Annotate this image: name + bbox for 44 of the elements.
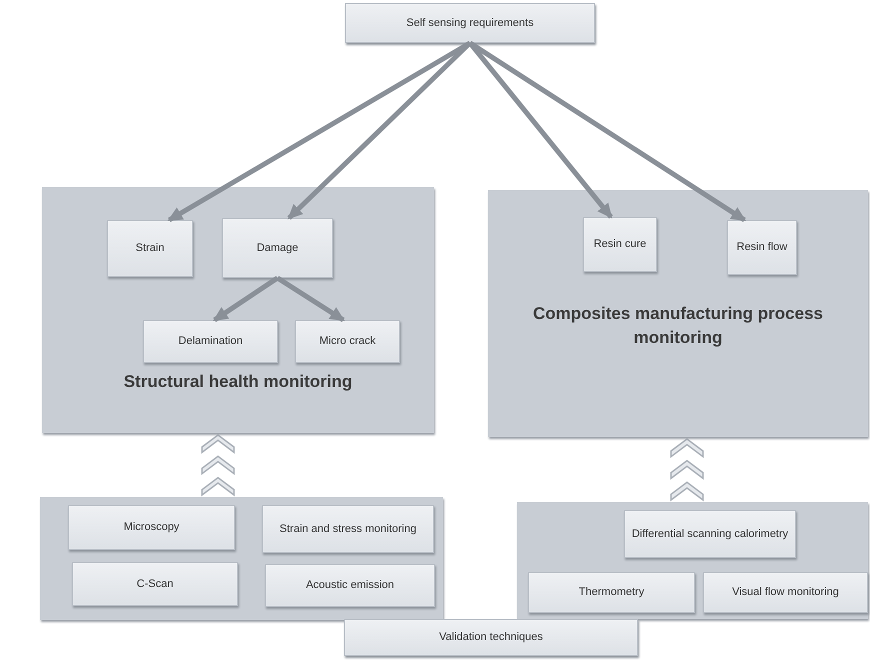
process-box: [222, 218, 333, 278]
process-box: [583, 217, 657, 272]
box-label: Strain: [136, 241, 164, 256]
arrow: [276, 276, 345, 322]
group-panel: [488, 190, 868, 437]
panel-heading: Structural health monitoring: [122, 371, 354, 393]
box-label: Damage: [256, 240, 298, 256]
chevron-arrow: [670, 438, 704, 502]
box-label: Visual flow monitoring: [732, 585, 839, 600]
box-label: Delamination: [178, 334, 243, 349]
process-box: [703, 572, 868, 613]
box-label: C-Scan: [136, 576, 174, 592]
box-label: Thermometry: [578, 585, 644, 600]
box-label: Strain and stress monitoring: [280, 522, 416, 536]
box-label: Acoustic emission: [306, 578, 394, 593]
box-label: Micro crack: [319, 334, 376, 349]
group-panel: [517, 502, 868, 619]
process-box: [143, 320, 278, 363]
process-box: [72, 562, 238, 606]
arrow: [287, 41, 472, 220]
process-box: [344, 619, 638, 656]
process-box: [107, 220, 193, 277]
panel-heading: Composites manufacturing process monitoring: [532, 303, 824, 349]
arrow: [468, 41, 613, 219]
arrow: [212, 276, 279, 322]
process-box: [265, 564, 435, 607]
process-box: [262, 505, 434, 553]
box-label: Resin cure: [594, 237, 646, 252]
box-label: Differential scanning calorimetry: [632, 526, 788, 542]
arrow: [468, 40, 746, 222]
group-panel: [40, 497, 443, 620]
arrow: [167, 40, 472, 222]
chevron-arrow: [201, 434, 235, 496]
process-box: [624, 510, 796, 558]
box-label: Resin flow: [736, 240, 788, 255]
box-label: Microscopy: [124, 520, 180, 535]
process-box: [345, 3, 595, 43]
process-box: [727, 220, 797, 275]
box-label: Validation techniques: [439, 630, 543, 645]
box-label: Self sensing requirements: [406, 16, 534, 30]
process-box: [68, 505, 235, 550]
process-box: [528, 572, 695, 613]
group-panel: [42, 187, 434, 433]
process-box: [295, 320, 400, 363]
